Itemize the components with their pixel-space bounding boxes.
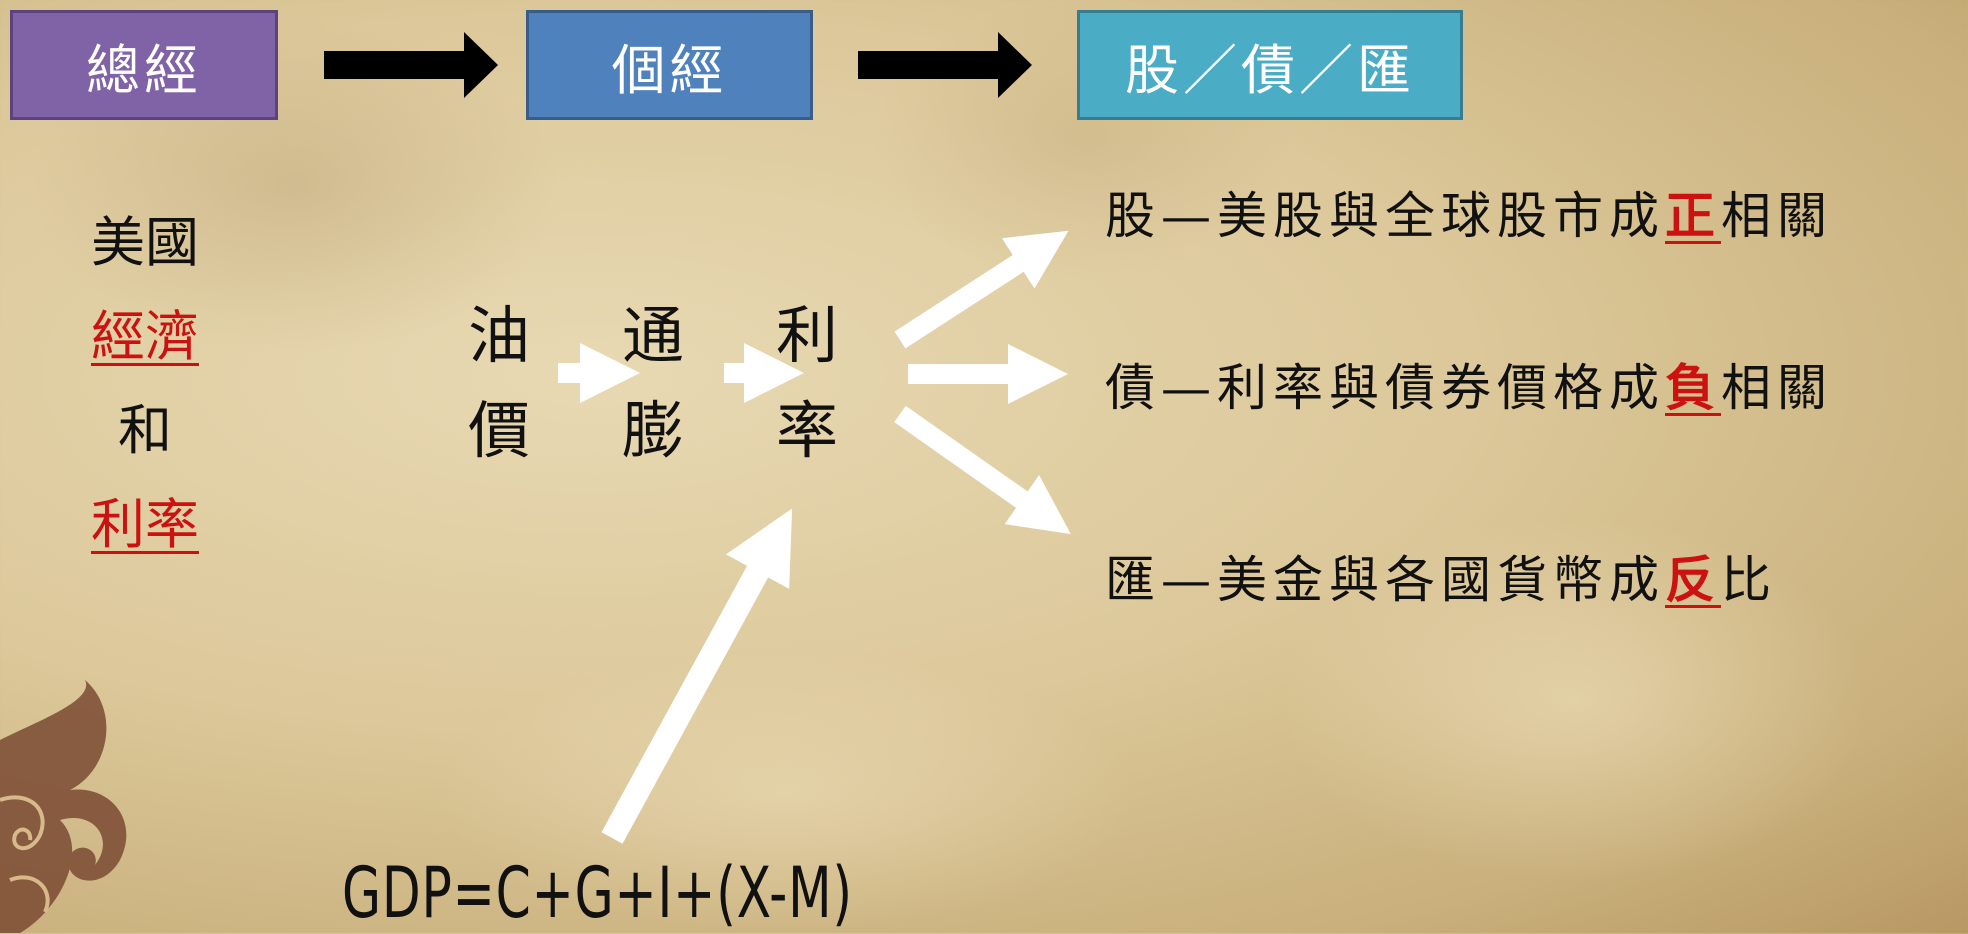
stock-bond-fx-box: 股／債／匯 xyxy=(1077,10,1463,120)
fx-relation-text: 匯—美金與各國貨幣成 xyxy=(1105,551,1665,609)
stock-relation: 股—美股與全球股市成正相關 xyxy=(1105,176,1833,248)
fx-relation: 匯—美金與各國貨幣成反比 xyxy=(1105,540,1777,612)
inverse-highlight: 反 xyxy=(1665,550,1721,609)
oil-char-2: 價 xyxy=(468,394,531,467)
economy-label: 經濟 xyxy=(91,305,199,368)
macro-economics-box: 總經 xyxy=(10,10,278,120)
stock-relation-text: 股—美股與全球股市成 xyxy=(1105,187,1665,245)
negative-highlight: 負 xyxy=(1665,358,1721,417)
and-label: 和 xyxy=(118,399,172,462)
swirl-ornament-icon xyxy=(0,680,127,933)
rate-to-stock-arrow xyxy=(894,230,1069,349)
gdp-to-rate-arrow xyxy=(601,508,793,844)
positive-highlight: 正 xyxy=(1665,186,1721,245)
us-label: 美國 xyxy=(91,211,199,274)
bond-relation-suffix: 相關 xyxy=(1721,359,1833,417)
bond-relation: 債—利率與債券價格成負相關 xyxy=(1105,348,1833,420)
inflation-char-2: 膨 xyxy=(622,394,685,467)
oil-char-1: 油 xyxy=(468,299,531,372)
fx-relation-suffix: 比 xyxy=(1721,551,1777,609)
gdp-formula: GDP=C+G+I+(X-M) xyxy=(342,852,853,934)
left-topic-column: 美國 經濟 和 利率 xyxy=(80,196,210,572)
stock-relation-suffix: 相關 xyxy=(1721,187,1833,245)
interest-rate-label: 利率 xyxy=(91,493,199,556)
rate-char-2: 率 xyxy=(776,394,839,467)
bond-relation-text: 債—利率與債券價格成 xyxy=(1105,359,1665,417)
rate-to-fx-arrow xyxy=(894,405,1071,535)
macro-to-micro-arrow xyxy=(324,32,498,98)
micro-to-assets-arrow xyxy=(858,32,1032,98)
micro-economics-box: 個經 xyxy=(526,10,813,120)
